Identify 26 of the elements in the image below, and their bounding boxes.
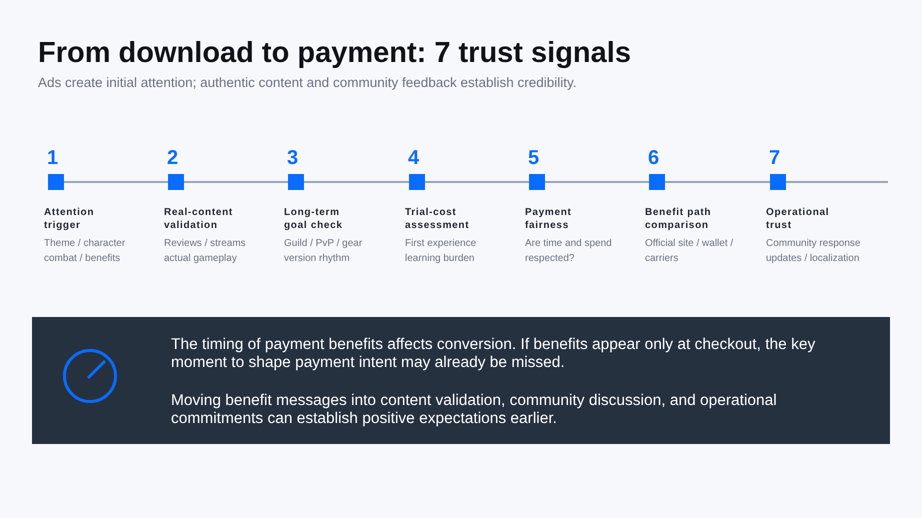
info-panel: [32, 317, 890, 444]
step-number: 4: [408, 147, 420, 169]
step-number: 5: [528, 147, 540, 169]
step-title: Operational trust: [766, 206, 830, 232]
step-description: First experience learning burden: [405, 237, 478, 266]
step-description: Theme / character combat / benefits: [44, 237, 126, 266]
step-number: 3: [287, 147, 298, 169]
panel-text: The timing of payment benefits affects conversion. If benefits appear only at checkout, the key moment to shape payment intent may already be missed.: [171, 336, 816, 372]
subtitle: Ads create initial attention; authentic content and community feedback establish credibility.: [38, 75, 577, 91]
step-title: Real-content validation: [164, 206, 234, 232]
step-number: 2: [167, 147, 178, 169]
step-title: Attention trigger: [44, 206, 96, 232]
step-number: 1: [47, 147, 58, 169]
step-title: Benefit path comparison: [645, 206, 712, 232]
step-description: Official site / wallet / carriers: [645, 237, 734, 266]
step-description: Guild / PvP / gear version rhythm: [284, 237, 364, 266]
panel-text: Moving benefit messages into content validation, community discussion, and operational commitments can establish positive expectations earlier.: [171, 392, 778, 428]
step-title: Payment fairness: [525, 206, 573, 232]
step-description: Reviews / streams actual gameplay: [164, 237, 247, 266]
step-description: Are time and spend respected?: [525, 237, 613, 266]
step-description: Community response updates / localization: [766, 237, 862, 266]
title: From download to payment: 7 trust signals: [38, 36, 631, 70]
step-number: 6: [648, 147, 660, 169]
step-title: Trial-cost assessment: [405, 206, 470, 232]
step-title: Long-term goal check: [284, 206, 344, 232]
step-number: 7: [769, 147, 780, 169]
